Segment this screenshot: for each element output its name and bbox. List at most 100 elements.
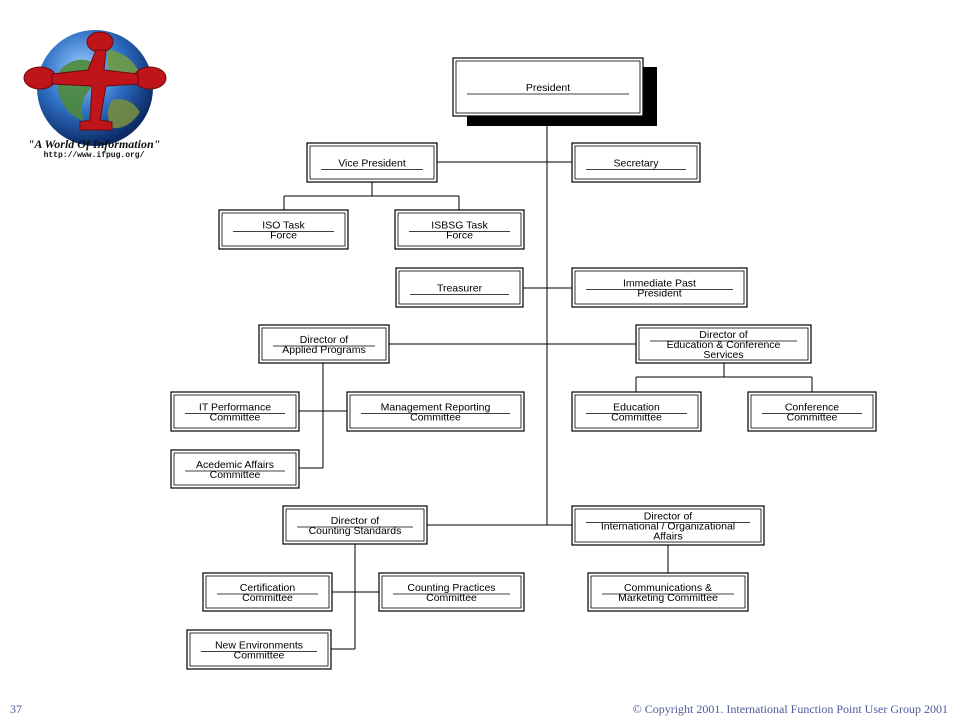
box-label-line: Education [613, 402, 660, 414]
box-outer-border [394, 209, 525, 250]
box-outer-border [747, 391, 877, 432]
box-inner-border [397, 212, 522, 247]
box-inner-border [574, 508, 762, 543]
box-inner-border [574, 394, 699, 429]
box-label-line: ISO Task [262, 220, 305, 232]
box-label-line: Secretary [614, 158, 660, 170]
box-outer-border [571, 391, 702, 432]
box-label-line: Certification [240, 582, 296, 594]
box-label-line: ISBSG Task [431, 220, 488, 232]
box-label-line: Immediate Past [623, 278, 696, 290]
box-label-line: Committee [611, 412, 662, 424]
box-label-line: President [526, 82, 570, 94]
box-label-line: Counting Practices [407, 582, 495, 594]
box-label-line: Marketing Committee [618, 592, 718, 604]
box-inner-border [221, 212, 346, 247]
box-outer-border [346, 391, 525, 432]
box-label-line: Committee [242, 592, 293, 604]
box-inner-border [381, 575, 522, 609]
box-label-line: Committee [234, 650, 285, 662]
box-label-line: Director of [644, 511, 693, 523]
box-outer-border [186, 629, 332, 670]
box-outer-border [452, 57, 644, 117]
box-outer-border [170, 391, 300, 432]
box-inner-border [574, 270, 745, 305]
box-inner-border [173, 394, 297, 429]
page-number: 37 [10, 702, 22, 716]
box-label-line: Force [270, 230, 297, 242]
box-outer-border [282, 505, 428, 545]
box-outer-border [587, 572, 749, 612]
box-inner-border [173, 452, 297, 486]
box-inner-border [309, 145, 435, 180]
ifpug-logo [23, 30, 167, 146]
box-label-line: IT Performance [199, 402, 271, 414]
box-label-line: Education & Conference [667, 339, 781, 351]
box-outer-border [571, 505, 765, 546]
box-inner-border [189, 632, 329, 667]
box-label-line: Applied Programs [282, 344, 365, 356]
logo-url: http://www.ifpug.org/ [43, 151, 145, 160]
org-box-treasurer: Treasurer [395, 267, 524, 308]
red-i-figure-icon [23, 31, 167, 131]
box-label-line: Committee [210, 469, 261, 481]
box-label-line: Committee [410, 412, 461, 424]
box-inner-border [638, 327, 809, 361]
box-label-line: Services [703, 349, 743, 361]
box-outer-border [571, 267, 748, 308]
box-inner-border [205, 575, 330, 609]
box-inner-border [398, 270, 521, 305]
box-label-line: Director of [331, 515, 380, 527]
org-box-president: President [452, 57, 657, 126]
box-label-line: Counting Standards [309, 525, 402, 537]
box-label-line: Affairs [653, 531, 683, 543]
org-box-communications-marketing-committee: Communications &Marketing Committee [587, 572, 749, 612]
box-outer-border [202, 572, 333, 612]
box-label-line: Director of [300, 334, 349, 346]
box-inner-border [261, 327, 387, 361]
box-label-line: Vice President [338, 158, 406, 170]
box-label-line: Force [446, 230, 473, 242]
box-label-line: Acedemic Affairs [196, 459, 274, 471]
box-label-line: President [637, 288, 681, 300]
box-label-line: Management Reporting [381, 402, 491, 414]
box-inner-border [590, 575, 746, 609]
box-label-line: Director of [699, 329, 748, 341]
continent-shape [108, 99, 140, 129]
copyright-notice: © Copyright 2001. International Function… [632, 702, 948, 716]
box-label-line: Communications & [624, 582, 712, 594]
box-outer-border [635, 324, 812, 364]
box-inner-border [285, 508, 425, 542]
org-box-vice-president: Vice President [306, 142, 438, 183]
box-label-line: Committee [787, 412, 838, 424]
box-outer-border [378, 572, 525, 612]
logo-tagline: "A World Of Information" [27, 137, 161, 151]
box-outer-border [306, 142, 438, 183]
box-label-line: New Environments [215, 640, 303, 652]
box-label-line: International / Organizational [601, 521, 735, 533]
box-outer-border [218, 209, 349, 250]
box-inner-border [750, 394, 874, 429]
box-inner-border [574, 145, 698, 180]
box-label-line: Conference [785, 402, 839, 414]
org-box-secretary: Secretary [571, 142, 701, 183]
box-outer-border [258, 324, 390, 364]
box-label-line: Committee [426, 592, 477, 604]
box-inner-border [349, 394, 522, 429]
